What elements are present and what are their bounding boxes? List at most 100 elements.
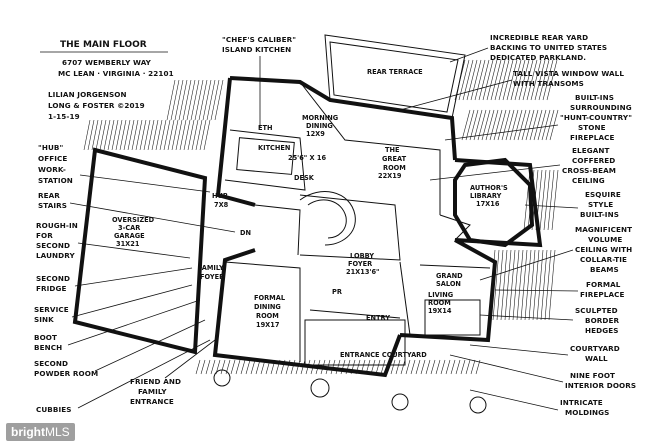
hatch-stroke — [510, 59, 522, 101]
hatch-stroke — [170, 79, 180, 121]
watermark-brand: bright — [11, 425, 45, 439]
hatch-stroke — [482, 59, 494, 101]
hatch-stroke — [245, 359, 251, 375]
floor-plan-walls — [72, 34, 543, 414]
hatch-stroke — [466, 59, 478, 101]
room-label-hub: HUB — [212, 192, 228, 200]
hatch-stroke — [539, 169, 547, 231]
header-block: THE MAIN FLOOR 6707 WEMBERLY WAY MC LEAN… — [40, 40, 174, 121]
callout-text: NINE FOOT — [570, 371, 615, 380]
callout-text: INTERIOR DOORS — [565, 381, 636, 390]
callout-text: STONE — [578, 123, 606, 132]
hatch-stroke — [420, 359, 426, 375]
hatch-stroke — [500, 249, 508, 321]
hatch-stroke — [171, 119, 179, 151]
callout-text: SURROUNDING — [570, 103, 632, 112]
hatch-stroke — [514, 59, 526, 101]
hatch-stroke — [99, 119, 107, 151]
sketch-date: 1-15-19 — [48, 112, 80, 121]
hatch-stroke — [502, 59, 514, 101]
hatch-stroke — [470, 59, 482, 101]
hatch-stroke — [199, 119, 207, 151]
hatch-stroke — [458, 59, 470, 101]
room-label-library: AUTHOR'S — [470, 184, 508, 192]
callout-text: REAR — [38, 191, 60, 200]
callout-text: "HUB" — [38, 143, 63, 152]
hatch-stroke — [410, 359, 416, 375]
hatch-stroke — [551, 169, 559, 231]
hatch-stroke — [544, 249, 552, 321]
callout-text: FRIDGE — [36, 284, 67, 293]
hatch-stroke — [530, 59, 542, 101]
hatch-stroke — [425, 359, 431, 375]
room-label-entry: ENTRY — [366, 314, 390, 322]
hatch-stroke — [546, 59, 558, 101]
callout-text: CEILING — [572, 176, 605, 185]
callout-text: SECOND — [36, 241, 70, 250]
hatch-stroke — [492, 249, 500, 321]
hatch-stroke — [195, 359, 201, 375]
room-labels: REAR TERRACE MORNING DINING 12X9 KITCHEN… — [112, 68, 508, 359]
hatch-stroke — [87, 119, 95, 151]
room-label-great-room: THE — [385, 146, 400, 154]
hatch-stroke — [200, 359, 206, 375]
artist-credit: LONG & FOSTER ©2019 — [48, 101, 145, 110]
callout-text: FORMAL — [586, 280, 621, 289]
room-label-family-foyer: FAMILY — [198, 264, 224, 272]
hatch-stroke — [533, 109, 543, 141]
hatch-stroke — [235, 359, 241, 375]
room-size: 19X14 — [428, 307, 452, 315]
callout-text: BUILT-INS — [580, 210, 619, 219]
hatch-stroke — [540, 249, 548, 321]
hatch-stroke — [182, 79, 192, 121]
hatch-stroke — [509, 109, 519, 141]
hatch-stroke — [445, 359, 451, 375]
hatch-stroke — [190, 79, 200, 121]
hatch-stroke — [139, 119, 147, 151]
hatch-stroke — [498, 59, 510, 101]
room-label-great-room: GREAT — [382, 155, 407, 163]
callout-text: VOLUME — [588, 235, 622, 244]
callout-text: CUBBIES — [36, 405, 72, 414]
callout-text: ENTRANCE — [130, 397, 174, 406]
hatch-stroke — [481, 109, 491, 141]
hatch-stroke — [538, 59, 550, 101]
room-size: 21X13'6" — [346, 268, 379, 276]
callout-text: SCULPTED — [575, 306, 618, 315]
hatch-stroke — [187, 119, 195, 151]
hatch-stroke — [195, 119, 203, 151]
hatch-stroke — [534, 59, 546, 101]
plan-title: THE MAIN FLOOR — [60, 40, 147, 50]
hatch-stroke — [490, 59, 502, 101]
hatch-stroke — [455, 359, 461, 375]
address-line-2: MC LEAN · VIRGINIA · 22101 — [58, 69, 174, 78]
hatch-stroke — [548, 249, 556, 321]
hatch-stroke — [250, 359, 256, 375]
hatch-stroke — [95, 119, 103, 151]
hatch-stroke — [163, 119, 171, 151]
callout-text: MAGNIFICENT — [575, 225, 632, 234]
hatch-stroke — [390, 359, 396, 375]
hatch-stroke — [395, 359, 401, 375]
callout-text: ELEGANT — [572, 146, 609, 155]
hatch-stroke — [440, 359, 446, 375]
callout-text: FIREPLACE — [570, 133, 615, 142]
room-label-lobby: LOBBY — [350, 252, 374, 260]
hatch-stroke — [522, 59, 534, 101]
hatch-stroke — [465, 109, 475, 141]
hatch-stroke — [518, 59, 530, 101]
hatch-stroke — [523, 169, 531, 231]
callout-text: WALL — [585, 354, 608, 363]
hatch-stroke — [375, 359, 381, 375]
hatch-stroke — [405, 359, 411, 375]
hatch-stroke — [537, 109, 547, 141]
hatch-stroke — [83, 119, 91, 151]
room-size: 22X19 — [378, 172, 402, 180]
callout-text: "HUNT-COUNTRY" — [560, 113, 632, 122]
hatch-stroke — [543, 169, 551, 231]
callout-text: STATION — [38, 176, 73, 185]
hatch-stroke — [547, 169, 555, 231]
hatch-stroke — [186, 79, 196, 121]
callouts-bottom: FRIEND AND FAMILY ENTRANCE — [130, 339, 216, 406]
callouts-top: "CHEF'S CALIBER" ISLAND KITCHEN — [222, 35, 296, 128]
